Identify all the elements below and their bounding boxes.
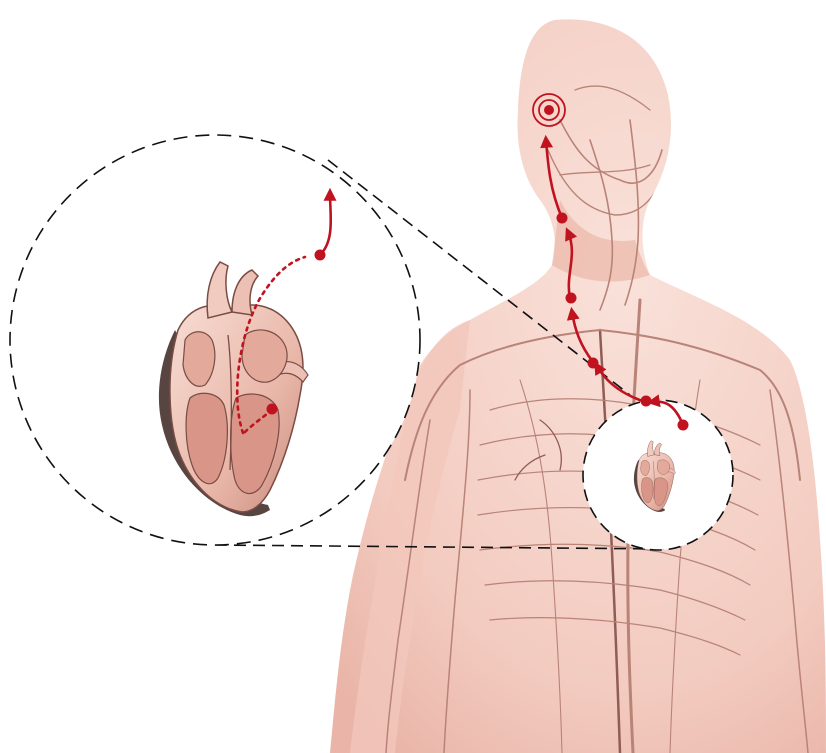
left-atrium: [242, 330, 287, 382]
chest-zoom-region: [583, 400, 733, 550]
dot-icon: [315, 250, 326, 261]
target-center: [544, 105, 554, 115]
right-atrium: [183, 332, 215, 387]
dot-icon: [557, 213, 568, 224]
dot-icon: [678, 420, 689, 431]
dot-icon: [588, 358, 599, 369]
dot-icon: [641, 396, 652, 407]
magnified-heart-region: [10, 135, 420, 545]
dot-icon: [566, 293, 577, 304]
dot-icon: [267, 404, 278, 415]
